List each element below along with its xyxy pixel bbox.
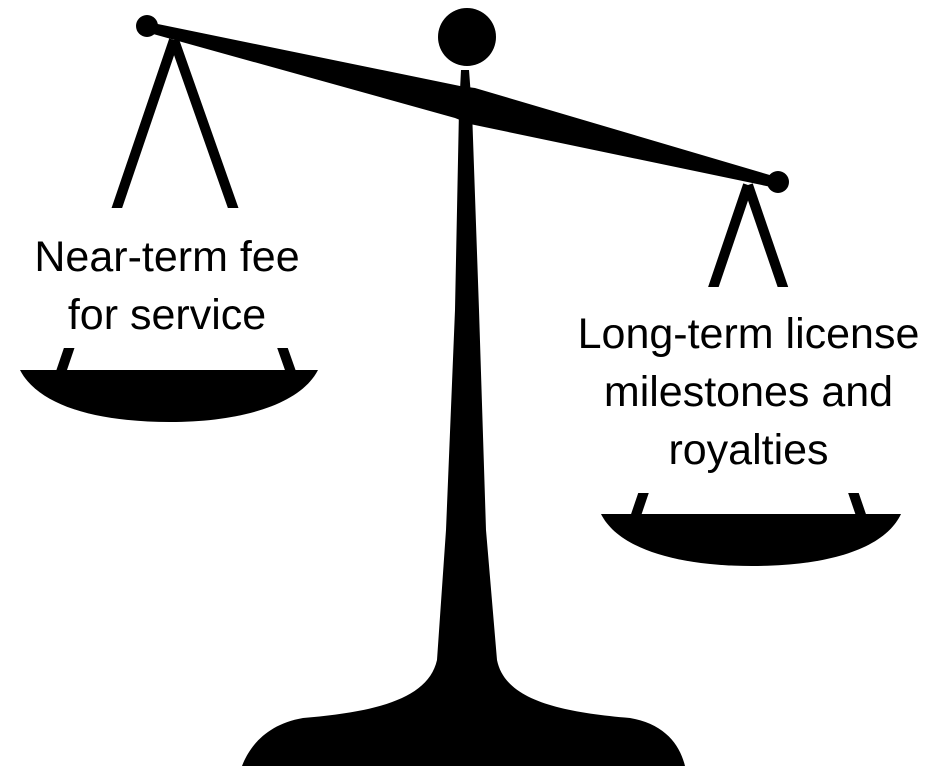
right-pan-label-line-1: Long-term license <box>577 310 920 358</box>
left-pan-label: Near-term fee for service <box>14 208 320 348</box>
beam-end-left <box>136 15 158 37</box>
beam-end-right <box>767 171 789 193</box>
left-pan-label-line-1: Near-term fee <box>34 233 300 281</box>
right-pan-label-line-3: royalties <box>668 426 829 474</box>
left-pan-label-line-2: for service <box>67 291 267 339</box>
right-pan <box>601 514 901 566</box>
left-pan <box>20 370 318 422</box>
scale-top-knob <box>438 8 496 66</box>
right-pan-label: Long-term license milestones and royalti… <box>556 287 941 493</box>
scale-stand <box>242 70 685 766</box>
right-pan-label-line-2: milestones and <box>603 368 894 416</box>
scale-beam <box>146 22 780 188</box>
